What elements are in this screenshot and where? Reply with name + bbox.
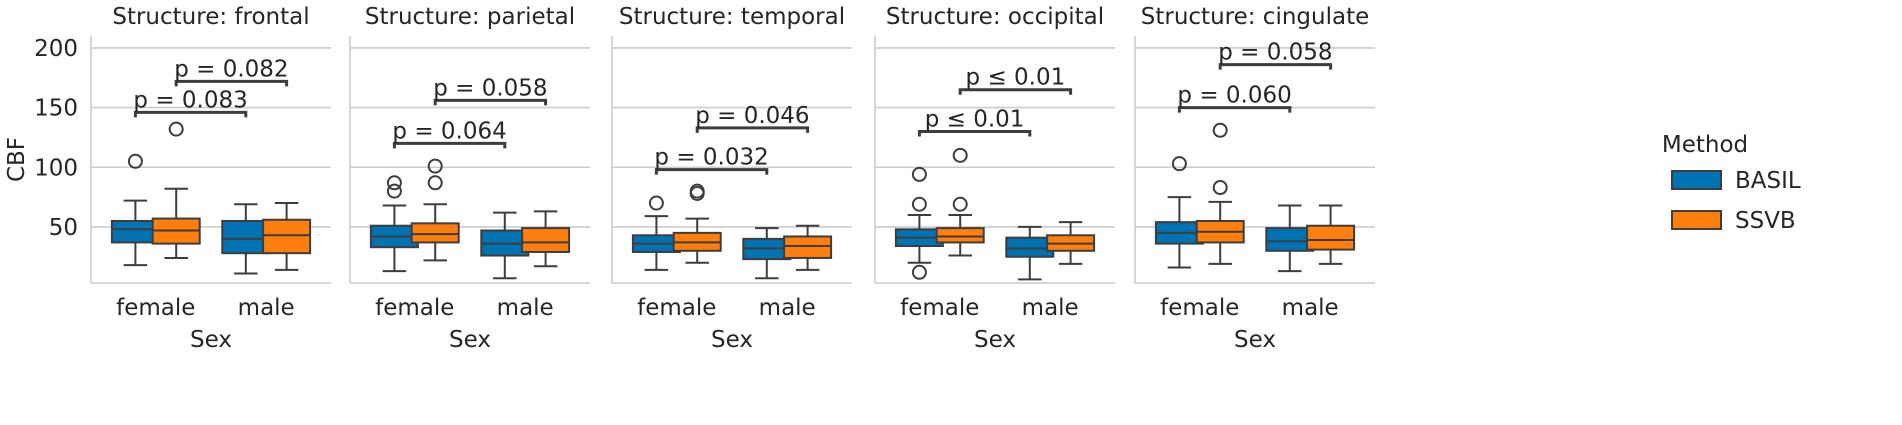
x-tick-label: female	[1160, 295, 1239, 321]
outlier-point	[427, 158, 443, 174]
x-axis-label: Sex	[1234, 327, 1276, 353]
outlier-point	[386, 183, 402, 199]
legend-swatch-basil	[1671, 170, 1722, 190]
significance-bracket	[654, 168, 769, 175]
panel-title: Structure: cingulate	[1141, 4, 1370, 30]
box-ssvb	[410, 222, 460, 244]
outlier-point	[127, 153, 143, 169]
panel-title: Structure: occipital	[886, 4, 1104, 30]
p-value-label: p = 0.082	[174, 56, 288, 82]
x-axis-label: Sex	[974, 327, 1016, 353]
significance-bracket	[695, 126, 810, 133]
outlier-point	[952, 196, 968, 212]
y-tick-label: 150	[34, 96, 78, 122]
p-value-label: p ≤ 0.01	[966, 65, 1066, 91]
significance-bracket	[1218, 63, 1333, 70]
x-tick-label: female	[637, 295, 716, 321]
p-value-label: p = 0.064	[392, 118, 506, 144]
y-axis-label: CBF	[4, 137, 30, 182]
outlier-point	[1171, 156, 1187, 172]
x-axis-label: Sex	[711, 327, 753, 353]
panel-title: Structure: frontal	[112, 4, 309, 30]
p-value-label: p = 0.046	[695, 103, 809, 129]
axes-layer	[90, 36, 1375, 284]
p-value-label: p ≤ 0.01	[925, 106, 1025, 132]
outlier-point	[386, 175, 402, 191]
panel-title: Structure: parietal	[365, 4, 575, 30]
significance-bracket	[433, 98, 548, 106]
legend-label: SSVB	[1735, 208, 1796, 234]
y-tick-label: 100	[34, 155, 78, 181]
box-ssvb	[262, 218, 312, 255]
legend-swatch-ssvb	[1671, 210, 1722, 230]
outlier-point	[427, 175, 443, 191]
box-ssvb	[521, 227, 571, 253]
x-axis-label: Sex	[449, 327, 491, 353]
outlier-point	[911, 196, 927, 212]
legend-title: Method	[1662, 132, 1748, 158]
x-tick-label: female	[375, 295, 454, 321]
significance-bracket	[392, 141, 507, 149]
outlier-point	[168, 121, 184, 137]
x-tick-label: male	[497, 295, 554, 321]
significance-bracket	[174, 79, 289, 87]
x-tick-label: male	[238, 295, 295, 321]
outlier-point	[1212, 180, 1228, 196]
p-value-label: p = 0.060	[1177, 83, 1291, 109]
p-value-label: p = 0.083	[133, 87, 247, 113]
x-tick-label: female	[900, 295, 979, 321]
x-tick-label: male	[1022, 295, 1079, 321]
outlier-point	[1212, 122, 1228, 138]
p-value-label: p = 0.058	[433, 75, 547, 101]
grid-layer	[91, 47, 1375, 228]
significance-bracket	[917, 129, 1032, 137]
significance-bracket	[958, 88, 1073, 95]
marks-layer	[110, 121, 1356, 281]
outlier-point	[911, 264, 927, 280]
outlier-point	[952, 147, 968, 163]
x-tick-label: male	[1282, 295, 1339, 321]
p-value-label: p = 0.058	[1218, 40, 1332, 66]
significance-bracket	[133, 110, 248, 118]
significance-bracket	[1177, 106, 1292, 113]
box-ssvb	[1306, 224, 1356, 251]
x-axis-label: Sex	[190, 327, 232, 353]
y-tick-label: 50	[49, 215, 78, 241]
x-tick-label: male	[759, 295, 816, 321]
x-tick-label: female	[116, 295, 195, 321]
outlier-point	[648, 195, 664, 211]
outlier-point	[911, 166, 927, 182]
annotations-layer: p = 0.083 p = 0.082 p = 0.064 p = 0.058 p = …	[133, 40, 1333, 175]
box-ssvb	[935, 227, 985, 244]
legend-label: BASIL	[1735, 168, 1801, 194]
y-tick-label: 200	[34, 36, 78, 62]
p-value-label: p = 0.032	[654, 145, 768, 171]
box-ssvb	[783, 235, 833, 259]
outlier-point	[689, 183, 705, 199]
panel-title: Structure: temporal	[619, 4, 845, 30]
